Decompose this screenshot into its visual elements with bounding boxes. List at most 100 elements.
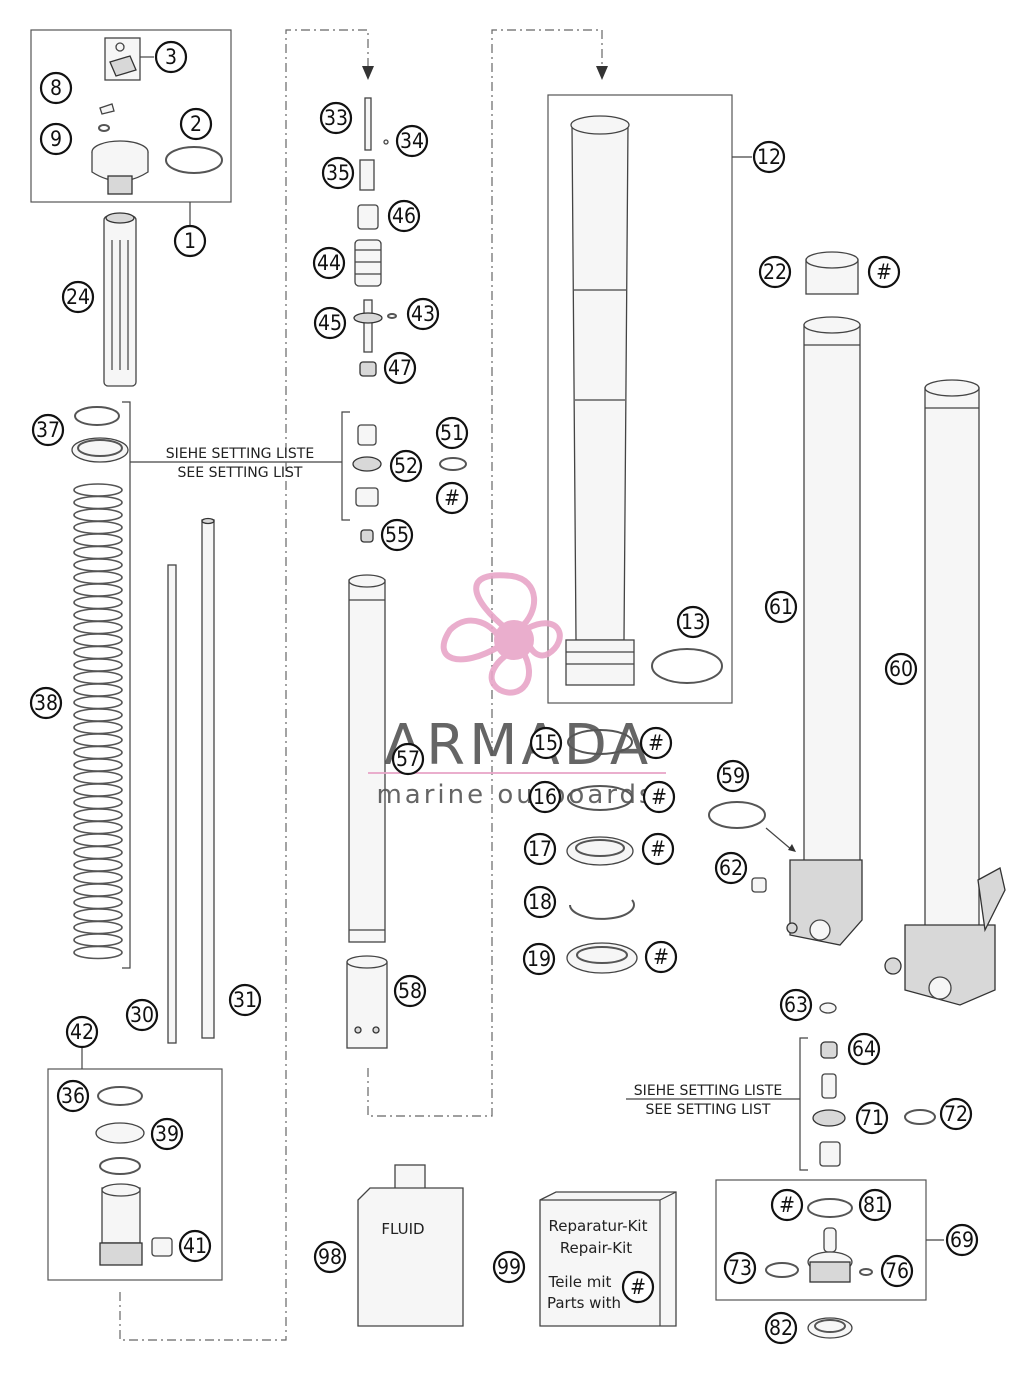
spring-coil xyxy=(73,770,123,785)
spring-coil xyxy=(73,920,123,935)
callout-38: 38 xyxy=(29,686,63,720)
svg-text:16: 16 xyxy=(533,785,557,809)
spring-coil xyxy=(73,545,123,560)
callout-hash-22: # xyxy=(867,255,901,289)
rods xyxy=(167,517,215,1044)
propeller-logo xyxy=(440,572,563,696)
spring-coil xyxy=(73,833,123,847)
callout-82: 82 xyxy=(764,1311,798,1345)
svg-text:46: 46 xyxy=(392,204,416,228)
svg-text:59: 59 xyxy=(721,764,745,788)
svg-text:47: 47 xyxy=(388,356,412,380)
spring-coil xyxy=(73,870,123,885)
svg-text:13: 13 xyxy=(681,610,705,634)
svg-text:61: 61 xyxy=(769,595,793,619)
watermark-tagline: marine outboards xyxy=(376,780,655,810)
base-valve-kit-42 xyxy=(95,1086,173,1266)
svg-text:35: 35 xyxy=(326,161,350,185)
svg-text:31: 31 xyxy=(233,988,257,1012)
assembly-boxes xyxy=(30,29,944,1301)
svg-text:17: 17 xyxy=(528,837,552,861)
svg-text:45: 45 xyxy=(318,311,342,335)
callout-8: 8 xyxy=(39,71,73,105)
callout-72: 72 xyxy=(939,1097,973,1131)
callout-hash-16: # xyxy=(642,780,676,814)
spring-coil xyxy=(73,620,123,635)
cartridge-tube-24 xyxy=(103,212,137,387)
svg-text:1: 1 xyxy=(184,229,196,253)
spring-coil xyxy=(73,808,123,822)
callout-2: 2 xyxy=(179,107,213,141)
spring-coil xyxy=(73,845,123,860)
spring-coil xyxy=(73,733,123,747)
svg-text:63: 63 xyxy=(784,993,808,1017)
spring-coil xyxy=(73,745,123,760)
callout-42: 42 xyxy=(65,1015,99,1049)
outer-tube-12 xyxy=(565,115,723,686)
spring-coil xyxy=(73,583,123,597)
svg-text:52: 52 xyxy=(394,454,418,478)
spring-coil xyxy=(73,670,123,685)
svg-text:24: 24 xyxy=(66,285,90,309)
svg-text:15: 15 xyxy=(534,731,558,755)
callout-12: 12 xyxy=(752,140,786,174)
callout-hash-81: # xyxy=(770,1188,804,1222)
fluid-bottle-98 xyxy=(357,1164,464,1327)
bushing-22 xyxy=(805,251,859,295)
svg-text:9: 9 xyxy=(50,127,62,151)
spring-seat-rings xyxy=(71,406,129,463)
fork-cap-assembly xyxy=(91,37,223,195)
callout-43: 43 xyxy=(406,297,440,331)
svg-text:36: 36 xyxy=(61,1084,85,1108)
callout-52: 52 xyxy=(389,449,423,483)
callout-3: 3 xyxy=(154,40,188,74)
svg-text:82: 82 xyxy=(769,1316,793,1340)
mid-valve-stack xyxy=(352,424,467,543)
svg-text:44: 44 xyxy=(317,251,341,275)
rebound-valve-stack xyxy=(353,97,397,377)
spring-coil xyxy=(73,820,123,835)
callout-99: 99 xyxy=(492,1250,526,1284)
callout-63: 63 xyxy=(779,988,813,1022)
armada-watermark: ARMADA marine outboards xyxy=(368,572,666,810)
spring-coil xyxy=(73,895,123,910)
callout-57: 57 xyxy=(391,742,425,776)
svg-text:81: 81 xyxy=(863,1193,887,1217)
spring-coil xyxy=(73,858,123,872)
spring-coil xyxy=(73,608,123,622)
svg-text:55: 55 xyxy=(385,523,409,547)
callout-71: 71 xyxy=(855,1101,889,1135)
svg-text:12: 12 xyxy=(757,145,781,169)
callout-30: 30 xyxy=(125,998,159,1032)
svg-text:73: 73 xyxy=(728,1256,752,1280)
callout-51: 51 xyxy=(435,416,469,450)
callout-76: 76 xyxy=(880,1254,914,1288)
svg-text:38: 38 xyxy=(34,691,58,715)
callout-73: 73 xyxy=(723,1251,757,1285)
svg-text:#: # xyxy=(444,486,460,510)
svg-text:#: # xyxy=(876,260,892,284)
setting-note-bottom-en: SEE SETTING LIST xyxy=(646,1102,771,1118)
svg-text:#: # xyxy=(651,785,667,809)
svg-text:64: 64 xyxy=(852,1037,876,1061)
fork-spring xyxy=(73,483,123,960)
callout-62: 62 xyxy=(714,851,748,885)
callout-81: 81 xyxy=(858,1188,892,1222)
spring-coil xyxy=(73,533,123,547)
callout-24: 24 xyxy=(61,280,95,314)
setting-note-top-en: SEE SETTING LIST xyxy=(178,465,303,481)
callout-31: 31 xyxy=(228,983,262,1017)
callout-61: 61 xyxy=(764,590,798,624)
spring-coil xyxy=(73,558,123,572)
svg-text:39: 39 xyxy=(155,1122,179,1146)
callout-hash-52: # xyxy=(435,481,469,515)
svg-text:34: 34 xyxy=(400,129,424,153)
callout-9: 9 xyxy=(39,122,73,156)
callout-64: 64 xyxy=(847,1032,881,1066)
repair-kit-line-2: Repair-Kit xyxy=(560,1239,632,1257)
callout-44: 44 xyxy=(312,246,346,280)
spring-coil xyxy=(73,783,123,797)
svg-text:30: 30 xyxy=(130,1003,154,1027)
svg-text:71: 71 xyxy=(860,1106,884,1130)
svg-text:#: # xyxy=(648,731,664,755)
